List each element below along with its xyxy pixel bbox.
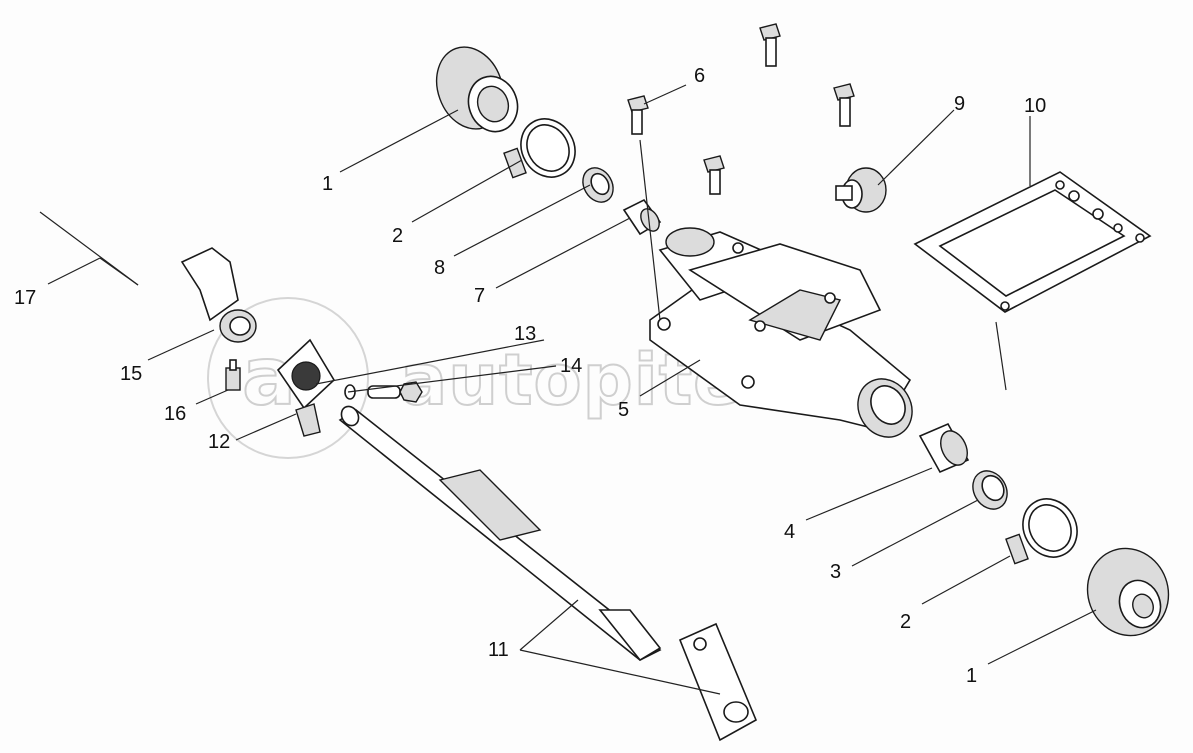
part-7-bushing (622, 198, 662, 236)
label-2-top: 2 (392, 225, 403, 247)
label-3: 3 (830, 561, 841, 583)
part-12-lever (276, 338, 336, 437)
part-1-top-boot (435, 46, 519, 133)
label-15: 15 (120, 363, 142, 385)
label-11: 11 (488, 639, 509, 661)
part-6-bolts (627, 23, 855, 195)
label-13: 13 (514, 323, 536, 345)
label-9: 9 (954, 93, 965, 115)
label-7: 7 (474, 285, 485, 307)
label-1-top: 1 (322, 173, 333, 195)
leader-lines (47, 84, 1097, 695)
bolt-d (703, 155, 725, 195)
label-5: 5 (618, 399, 629, 421)
bolt-c (833, 83, 855, 127)
part-1-bottom-boot (1086, 547, 1170, 637)
part-3-seal (972, 470, 1008, 510)
part-4-bushing (918, 422, 970, 474)
label-10: 10 (1024, 95, 1046, 117)
part-2-top-clamp (503, 118, 576, 179)
part-11-shaft (338, 405, 662, 662)
part-15-bracket (180, 247, 257, 343)
label-8: 8 (434, 257, 445, 279)
part-11-plate (678, 622, 758, 742)
part-5-housing (649, 227, 913, 438)
part-labels: 1 1 2 2 3 4 5 6 7 8 9 10 11 12 13 14 15 … (14, 65, 1046, 687)
part-2-bottom-clamp (1005, 498, 1078, 565)
part-8-seal (582, 167, 614, 203)
label-17: 17 (14, 287, 36, 309)
bolt-b (759, 23, 781, 67)
label-4: 4 (784, 521, 795, 543)
label-2-bottom: 2 (900, 611, 911, 633)
label-12: 12 (208, 431, 230, 453)
label-6: 6 (694, 65, 705, 87)
part-9-mount (835, 167, 887, 213)
label-14: 14 (560, 355, 582, 377)
part-10-gasket (913, 171, 1152, 313)
label-1-bottom: 1 (966, 665, 977, 687)
part-16-fitting (225, 359, 241, 391)
label-16: 16 (164, 403, 186, 425)
bolt-a (627, 95, 649, 135)
part-14-nut (399, 381, 423, 403)
